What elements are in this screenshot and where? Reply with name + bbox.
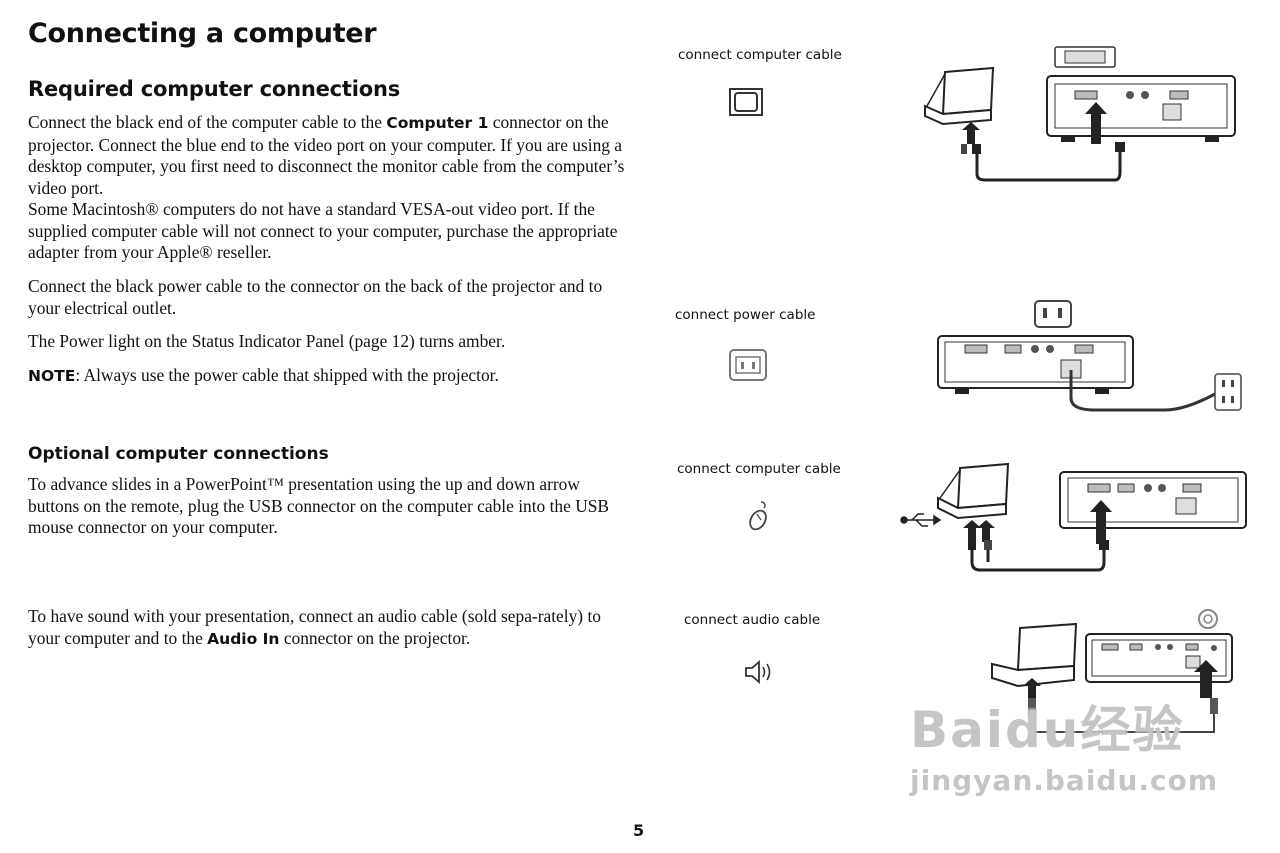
caption-audio-cable: connect audio cable <box>684 612 821 628</box>
caption-usb-cable: connect computer cable <box>677 461 841 477</box>
caption-power-cable: connect power cable <box>675 307 816 323</box>
power-cable-diagram <box>937 300 1242 412</box>
computer-1-bold: Computer 1 <box>386 114 489 132</box>
audio-in-bold: Audio In <box>207 629 280 648</box>
vga-port-icon <box>729 88 763 116</box>
optional-paragraph-audio: To have sound with your presentation, co… <box>28 606 601 648</box>
page-title: Connecting a computer <box>28 18 377 49</box>
required-paragraph-power-light: The Power light on the Status Indicator … <box>28 331 506 351</box>
optional-connections-heading: Optional computer connections <box>28 444 329 464</box>
required-paragraph-macintosh: Some Macintosh® computers do not have a … <box>28 199 618 263</box>
power-socket-icon <box>729 349 767 381</box>
watermark-url-text: jingyan.baidu.com <box>910 764 1219 797</box>
caption-computer-cable: connect computer cable <box>678 47 842 63</box>
required-paragraph-power: Connect the black power cable to the con… <box>28 276 603 318</box>
audio-cable-diagram <box>991 609 1233 733</box>
baidu-watermark: Baidu经验 jingyan.baidu.com <box>910 690 1218 797</box>
watermark-main-text: Baidu经验 <box>910 701 1185 759</box>
computer-cable-diagram <box>924 46 1236 182</box>
note-paragraph: NOTE: Always use the power cable that sh… <box>28 365 499 385</box>
speaker-icon <box>745 660 771 684</box>
required-connections-heading: Required computer connections <box>28 77 401 101</box>
required-paragraph-1: Connect the black end of the computer ca… <box>28 112 625 198</box>
mouse-icon <box>749 501 767 531</box>
note-label: NOTE <box>28 367 76 385</box>
usb-cable-diagram <box>900 462 1247 572</box>
optional-paragraph-usb: To advance slides in a PowerPoint™ prese… <box>28 474 610 538</box>
page-number: 5 <box>633 821 645 840</box>
